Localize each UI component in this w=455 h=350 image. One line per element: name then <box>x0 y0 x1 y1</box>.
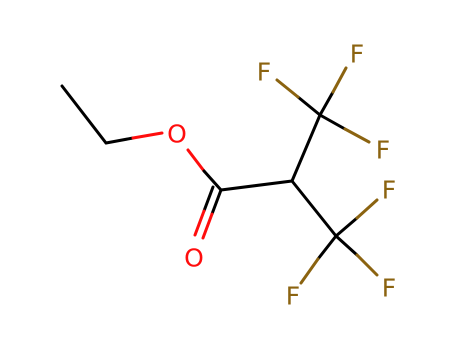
bond-cf-upper-right-carbon <box>318 113 347 131</box>
bond-cf-lower-left-fluorine <box>299 257 320 285</box>
bond-cf-upper-left-fluorine <box>275 78 300 99</box>
bond-cf-lower-right-carbon <box>334 234 359 257</box>
bond-cf-lower-top-carbon <box>334 216 359 238</box>
bond-cf-lower-right-fluorine <box>355 253 379 277</box>
bond-o-c-oxygen-half <box>186 148 206 173</box>
bond-cf-upper-left-carbon <box>296 95 322 117</box>
bond-ch-cf3-lower <box>290 179 338 238</box>
bond-cf-lower-top-fluorine <box>355 198 379 220</box>
bond-c-ch <box>219 179 294 192</box>
bond-cf-lower-left-carbon <box>316 234 338 261</box>
atom-fluorine-lower-right: F <box>382 274 396 303</box>
bond-co-double-a-oxygen <box>201 212 214 240</box>
bond-co-double-b-carbon <box>202 185 215 213</box>
bond-ch2-o-oxygen-half <box>131 131 164 140</box>
bond-cf-upper-top-carbon <box>318 90 335 117</box>
atom-fluorine-lower-top: F <box>382 176 396 205</box>
atom-oxygen-ester: O <box>167 120 187 149</box>
bond-cf-upper-top-fluorine <box>331 66 348 94</box>
bond-ch3-ch2 <box>60 84 108 145</box>
bond-o-c-carbon-half <box>202 169 223 192</box>
atom-fluorine-upper-top: F <box>350 40 364 69</box>
atom-fluorine-lower-left: F <box>286 282 300 311</box>
bond-cf-upper-right-fluorine <box>343 127 371 144</box>
bond-co-double-b-oxygen <box>193 209 206 237</box>
atom-oxygen-carbonyl: O <box>184 244 204 273</box>
bond-ch-cf3-upper <box>290 113 322 183</box>
atom-fluorine-upper-left: F <box>257 58 271 87</box>
bond-ch2-o-carbon-half <box>104 136 135 145</box>
bond-co-double-a-carbon <box>210 188 223 216</box>
atom-fluorine-upper-right: F <box>376 136 390 165</box>
